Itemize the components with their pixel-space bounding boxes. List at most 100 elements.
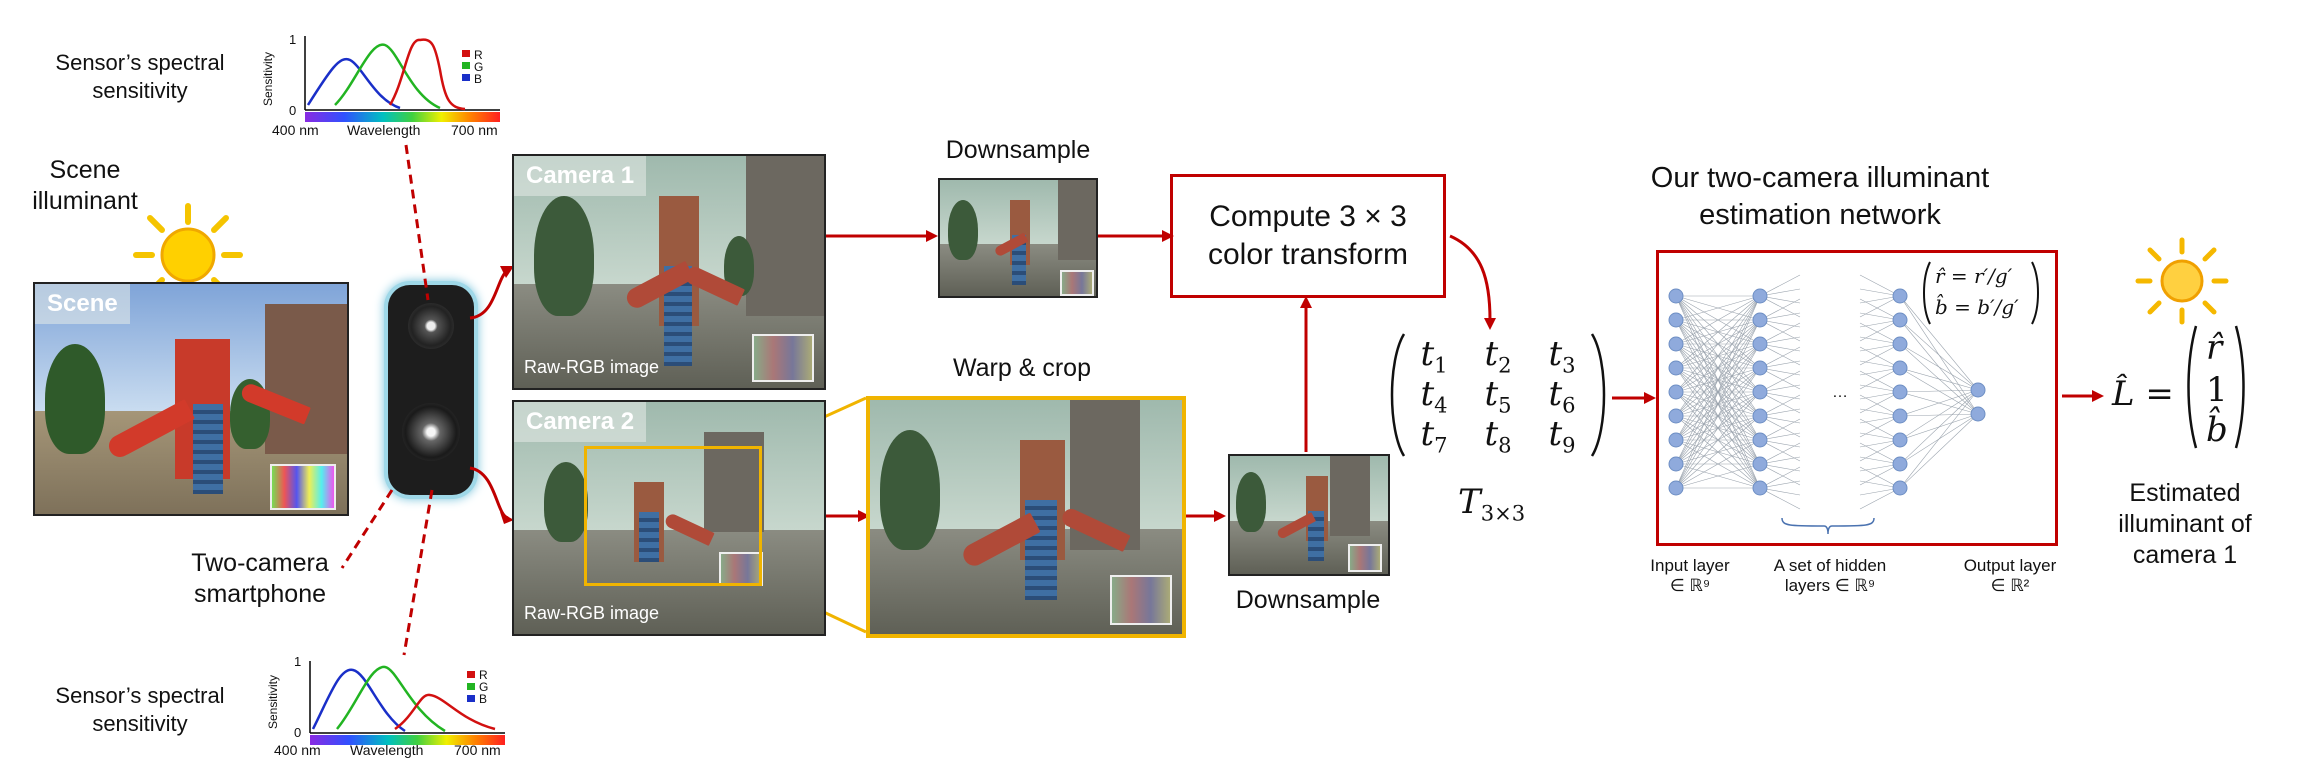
network-edge xyxy=(1675,463,1761,489)
sensor-bottom-xstart: 400 nm xyxy=(274,742,321,758)
hidden-node xyxy=(1752,336,1768,352)
network-edge xyxy=(1899,413,1979,489)
output-eq-r: r̂ = r′/g′ xyxy=(1935,264,2013,288)
network-edge xyxy=(1859,346,1901,369)
sensor-top-ymax: 1 xyxy=(289,32,297,47)
result-brackets xyxy=(2187,325,2245,449)
sensor-bottom-legend-g: G xyxy=(479,680,489,694)
network-edge xyxy=(1899,389,1979,489)
network-edge xyxy=(1899,295,1979,391)
blue-curve xyxy=(306,57,401,110)
input-node xyxy=(1668,384,1684,400)
network-edge xyxy=(1759,394,1801,417)
network-edge xyxy=(1859,322,1901,345)
hidden-node xyxy=(1752,408,1768,424)
output-layer-label: Output layer ∈ ℝ² xyxy=(1963,556,2057,595)
network-edge xyxy=(1859,343,1901,366)
output-eq-b: b̂ = b′/g′ xyxy=(1935,295,2019,319)
matrix-cell-t7: t7 xyxy=(1420,414,1448,458)
sensor-bottom-xend: 700 nm xyxy=(454,742,501,758)
result-caption: Estimated illuminant of camera 1 xyxy=(2118,479,2252,569)
result-lhat: L̂ = xyxy=(2112,374,2174,414)
network-edge xyxy=(1759,346,1801,369)
camera1-sub: Raw-RGB image xyxy=(524,357,660,377)
result-vec-r: r̂ xyxy=(2206,328,2223,368)
camera-1-lens-icon xyxy=(408,303,454,349)
hidden-node xyxy=(1892,480,1908,496)
network-edge xyxy=(1759,322,1801,345)
network-edge xyxy=(1759,274,1801,297)
network-edge xyxy=(1899,389,1979,441)
matrix-cell-t8: t8 xyxy=(1484,414,1512,458)
matrix-cell-t4: t4 xyxy=(1420,374,1448,418)
network-edge xyxy=(1759,418,1801,441)
hidden-node xyxy=(1892,456,1908,472)
downsample-top-image xyxy=(938,178,1098,298)
hidden-node xyxy=(1892,336,1908,352)
sensor-bottom-xmid: Wavelength xyxy=(350,742,424,758)
sensor-bottom-ymax: 1 xyxy=(294,654,302,669)
sensor-top-chart xyxy=(304,36,500,122)
network-edge xyxy=(1859,487,1901,510)
hidden-node xyxy=(1752,384,1768,400)
sensor-top-legend-g: G xyxy=(474,60,484,74)
input-node xyxy=(1668,336,1684,352)
downsample-top-label: Downsample xyxy=(945,136,1091,164)
camera-2-lens-icon xyxy=(402,403,460,461)
sensor-top-ymin: 0 xyxy=(289,103,297,118)
network-edge xyxy=(1899,389,1979,393)
network-edge xyxy=(1675,295,1761,369)
sensor-bottom-ymin: 0 xyxy=(294,725,302,740)
hidden-node xyxy=(1752,480,1768,496)
network-edge xyxy=(1675,439,1761,489)
sensor-top-title: Sensor’s spectral sensitivity xyxy=(55,50,225,103)
network-edge xyxy=(1675,343,1761,489)
hidden-node xyxy=(1752,360,1768,376)
network-edge xyxy=(1899,389,1979,417)
camera1-title: Camera 1 xyxy=(514,156,647,196)
network-edge xyxy=(1759,439,1801,462)
network-edge xyxy=(1859,370,1901,393)
input-node xyxy=(1668,480,1684,496)
hidden-node xyxy=(1892,408,1908,424)
compute-transform-box: Compute 3 × 3 color transform xyxy=(1170,174,1446,298)
matrix-t: t1 t2 t3 t4 t5 t6 t7 t8 t9 xyxy=(1386,330,1610,460)
network-edge xyxy=(1859,367,1901,390)
smartphone xyxy=(388,285,474,495)
network-edge xyxy=(1675,295,1761,417)
matrix-cell-t1: t1 xyxy=(1420,334,1448,378)
network-edge xyxy=(1759,298,1801,321)
output-node xyxy=(1970,406,1986,422)
downsample-bottom-label: Downsample xyxy=(1235,586,1381,614)
network-edge xyxy=(1859,466,1901,489)
input-node xyxy=(1668,408,1684,424)
network-edge xyxy=(1759,295,1801,318)
hidden-node xyxy=(1752,288,1768,304)
output-eq-brackets xyxy=(1923,261,2039,325)
network-box xyxy=(1656,250,2058,546)
matrix-label: T3×3 xyxy=(1458,482,1526,526)
sensor-top-legend-r: R xyxy=(474,48,483,62)
sensor-bottom-chart xyxy=(309,661,505,745)
downsample-bottom-image xyxy=(1228,454,1390,576)
scene-photo: Scene xyxy=(33,282,349,516)
matrix-cell-t6: t6 xyxy=(1548,374,1576,418)
network-graph xyxy=(1668,274,1986,510)
network-edge xyxy=(1759,463,1801,486)
network-edge xyxy=(1859,418,1901,441)
compute-transform-label: Compute 3 × 3 color transform xyxy=(1207,200,1409,271)
network-edge xyxy=(1675,295,1761,465)
network-edge xyxy=(1899,319,1979,391)
output-node xyxy=(1970,382,1986,398)
network-edge xyxy=(1859,274,1901,297)
camera1-image: Camera 1 Raw-RGB image xyxy=(512,154,826,390)
sensor-bottom-legend-r: R xyxy=(479,668,488,682)
hidden-node xyxy=(1892,432,1908,448)
network-edge xyxy=(1675,295,1761,321)
network-edge xyxy=(1859,391,1901,414)
hidden-node xyxy=(1892,288,1908,304)
sensor-top-xmid: Wavelength xyxy=(347,122,421,138)
network-edge xyxy=(1859,319,1901,342)
network-edge xyxy=(1859,439,1901,462)
network-edge xyxy=(1859,394,1901,417)
